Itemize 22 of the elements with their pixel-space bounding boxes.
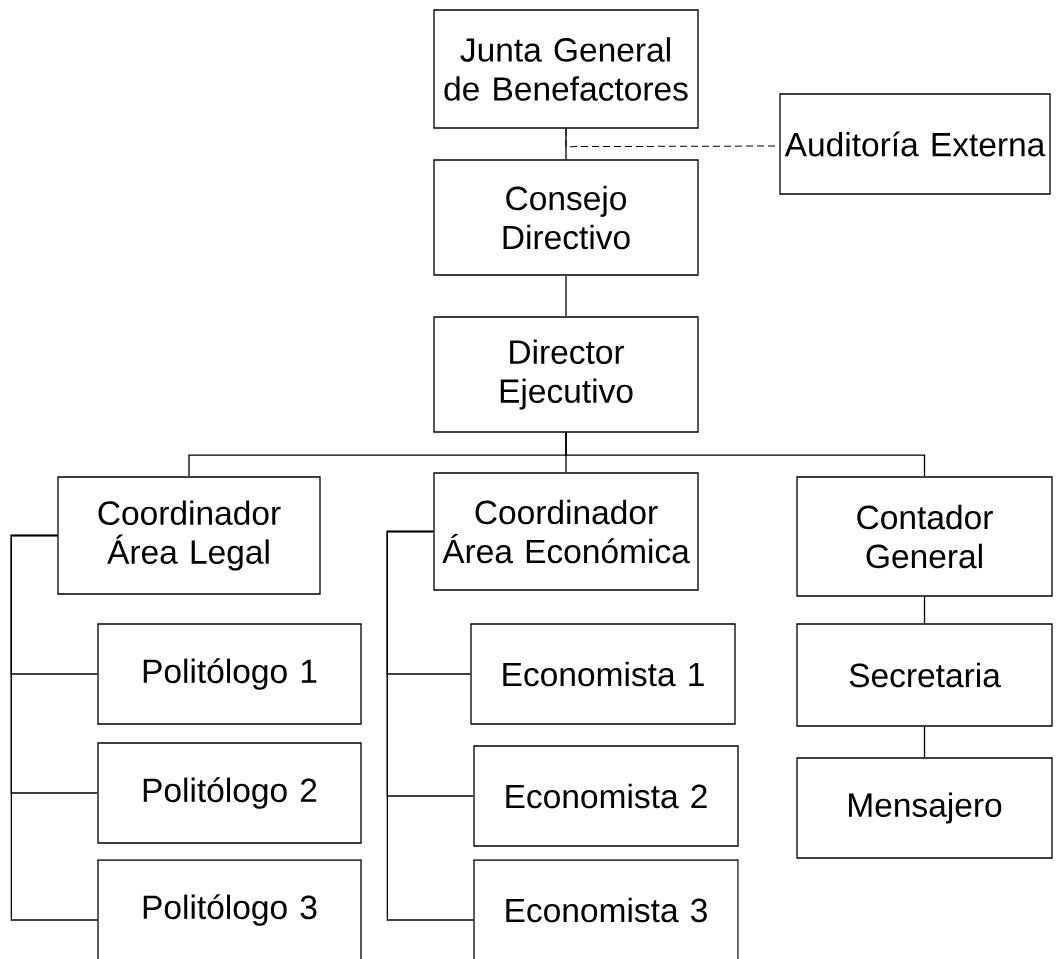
- org-box: Auditoría Externa: [779, 93, 1051, 195]
- org-box: Consejo Directivo: [433, 159, 699, 276]
- org-box: Coordinador Área Legal: [57, 476, 321, 595]
- org-box: Secretaria: [796, 623, 1053, 727]
- org-box: Economista 1: [470, 623, 736, 725]
- org-box: Mensajero: [796, 757, 1053, 859]
- connector-line: [565, 432, 926, 477]
- connector-line: [565, 128, 780, 148]
- org-box: Economista 2: [473, 745, 739, 847]
- org-box: Coordinador Área Económica: [433, 472, 699, 591]
- connector-line: [923, 596, 926, 624]
- org-box: Contador General: [796, 476, 1053, 597]
- org-box: Politólogo 1: [97, 623, 362, 725]
- connector-line: [923, 726, 926, 758]
- org-box: Economista 3: [473, 859, 739, 959]
- connector-line: [10, 534, 98, 921]
- connector-line: [565, 275, 567, 317]
- org-box: Politólogo 3: [97, 859, 362, 959]
- connector-line: [386, 530, 474, 921]
- org-box: Junta General de Benefactores: [433, 9, 699, 129]
- org-box: Politólogo 2: [97, 742, 362, 844]
- org-box: Director Ejecutivo: [433, 316, 699, 433]
